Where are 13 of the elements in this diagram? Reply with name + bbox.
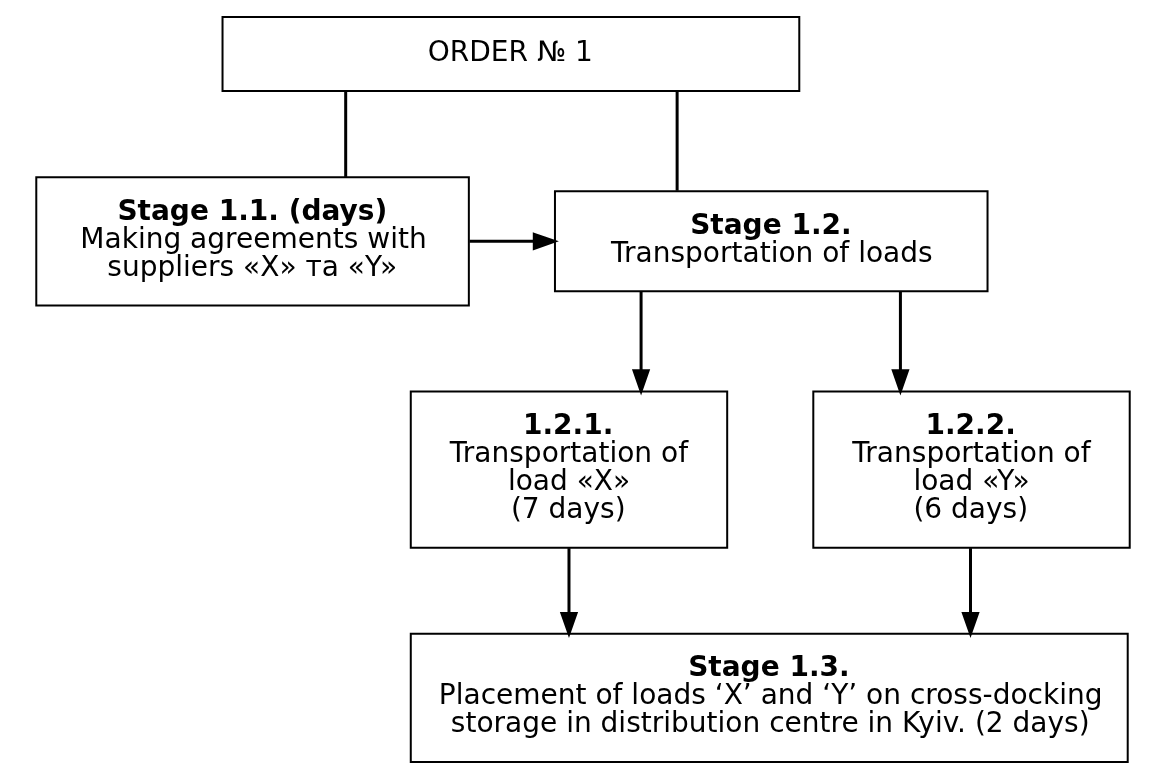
arrow	[631, 290, 650, 395]
arrow	[559, 547, 578, 638]
node-box: 1.2.1. Transportation of load «X» (7 days)	[409, 390, 728, 549]
connector	[343, 91, 347, 177]
arrow	[469, 231, 559, 250]
arrow	[960, 547, 980, 638]
node-box: Stage 1.1. (days) Making agreements with suppliers «X» та «Y»	[34, 175, 470, 306]
connector	[675, 91, 679, 191]
node-box: Stage 1.2. Transportation of loads	[553, 189, 989, 292]
node-box: Stage 1.3. Placement of loads ‘X’ and ‘Y’ on cross-docking storage in distribution centre in Kyiv. (2 days)	[409, 632, 1129, 763]
node-box: 1.2.2. Transportation of load «Y» (6 days)	[811, 390, 1131, 549]
node-box: ORDER № 1	[221, 15, 800, 92]
arrow	[890, 290, 910, 395]
